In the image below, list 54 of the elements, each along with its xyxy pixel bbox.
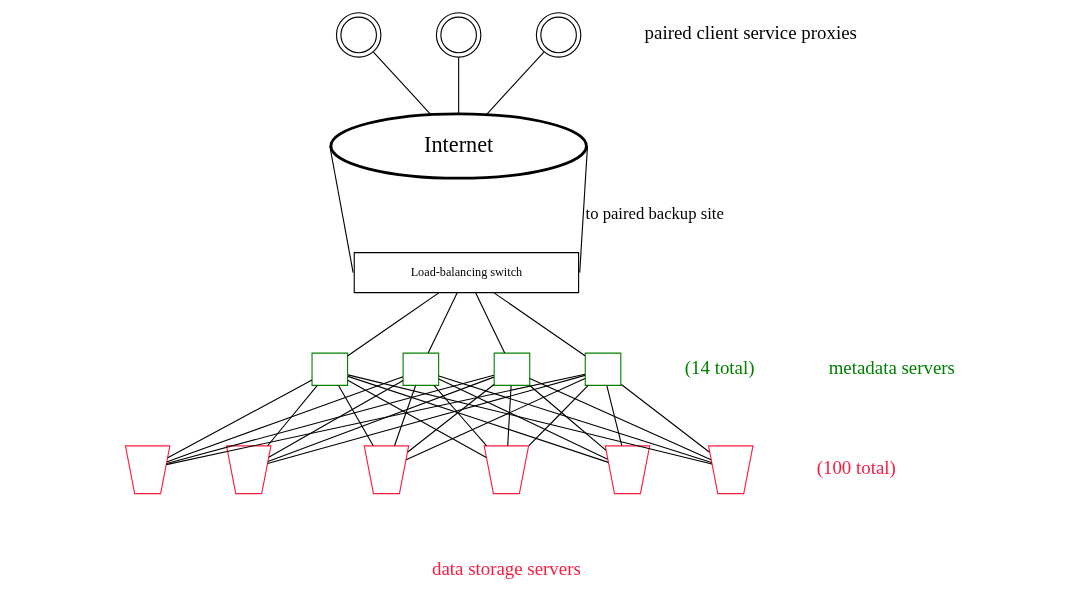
- connector: [527, 385, 588, 447]
- node-box: [493, 352, 530, 386]
- connector: [605, 385, 622, 447]
- connector: [166, 376, 403, 463]
- label: data storage servers: [431, 557, 581, 579]
- connector: [433, 385, 487, 447]
- node-box: Load-balancing switch: [353, 252, 579, 294]
- node-circle: [335, 12, 381, 58]
- node-box: [402, 352, 439, 386]
- node-trapezoid: [124, 445, 171, 495]
- label: paired client service proxies: [644, 22, 857, 44]
- node-trapezoid: [363, 445, 409, 495]
- label: (14 total): [684, 356, 755, 378]
- connector: [266, 376, 494, 462]
- node-ellipse: Internet: [329, 112, 588, 180]
- connector: [427, 292, 458, 354]
- connector: [346, 379, 487, 458]
- connector: [165, 374, 494, 465]
- connector: [528, 377, 712, 461]
- node-trapezoid: [604, 445, 650, 495]
- node-trapezoid: [483, 445, 529, 495]
- edge-label: to paired backup site: [585, 204, 724, 224]
- connector: [474, 292, 505, 354]
- node-box: [311, 352, 348, 386]
- label: (100 total): [816, 457, 896, 479]
- connector: [437, 378, 608, 460]
- connector: [328, 145, 354, 274]
- connector: [165, 373, 586, 466]
- connector: [267, 379, 404, 458]
- connector: [346, 375, 609, 463]
- connector: [406, 383, 495, 453]
- connector: [578, 145, 588, 274]
- connector: [457, 57, 459, 115]
- label: metadata servers: [828, 356, 955, 378]
- connector: [393, 385, 416, 447]
- connector: [337, 385, 374, 447]
- connector: [528, 385, 607, 451]
- connector: [346, 292, 439, 357]
- node-circle: [535, 12, 581, 58]
- connector: [506, 385, 512, 447]
- connector: [437, 375, 712, 464]
- node-trapezoid: [707, 445, 754, 495]
- connector: [372, 51, 431, 115]
- connector: [347, 374, 712, 465]
- connector: [266, 385, 318, 447]
- connector: [493, 292, 586, 357]
- connector: [166, 379, 313, 459]
- node-trapezoid: [225, 445, 272, 495]
- node-box: [584, 352, 621, 386]
- connector: [266, 374, 586, 464]
- connector: [485, 51, 544, 115]
- connector: [620, 383, 710, 453]
- connector: [405, 378, 585, 461]
- node-circle: [435, 12, 481, 58]
